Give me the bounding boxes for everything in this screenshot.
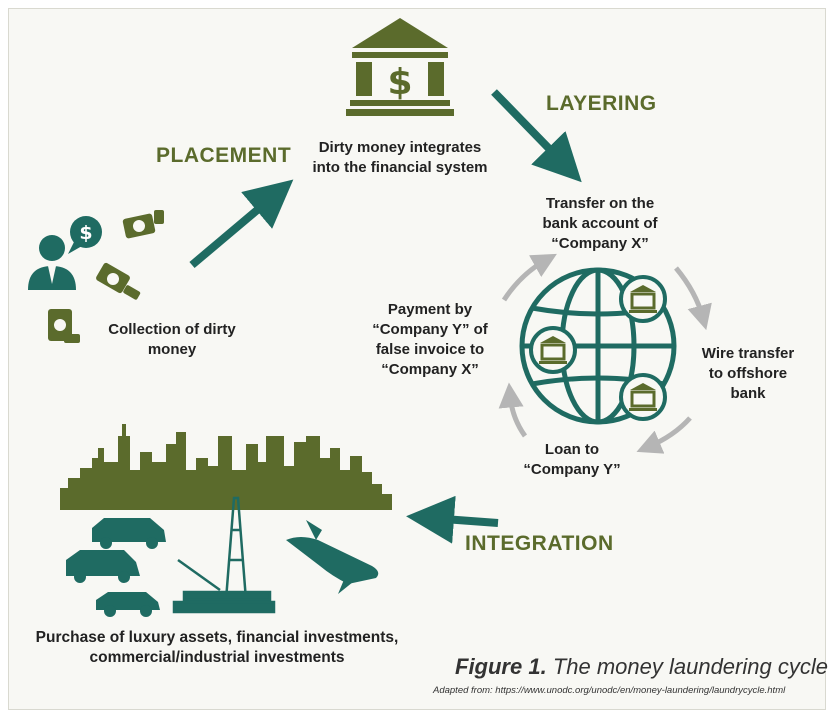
figure-title: The money laundering cycle bbox=[552, 654, 828, 679]
car-icon bbox=[96, 592, 160, 617]
figure-caption: Figure 1. The money laundering cycle bbox=[455, 654, 828, 680]
layering-arrow bbox=[491, 89, 582, 183]
bank-badge-icon bbox=[619, 275, 667, 323]
loan-label: Loan to“Company Y” bbox=[523, 441, 621, 478]
integration-heading: INTEGRATION bbox=[465, 532, 614, 555]
svg-text:$: $ bbox=[79, 222, 92, 244]
cycle-arrow bbox=[498, 382, 528, 438]
placement-heading: PLACEMENT bbox=[156, 144, 292, 167]
money-in-hand-icon bbox=[122, 210, 164, 239]
oil-rig-icon bbox=[172, 496, 276, 614]
cycle-arrow bbox=[674, 266, 712, 331]
money-in-hand-icon bbox=[48, 309, 80, 343]
airplane-icon bbox=[286, 520, 379, 594]
layering-heading: LAYERING bbox=[546, 92, 657, 115]
bank-badge-icon bbox=[619, 373, 667, 421]
figure-label: Figure 1. bbox=[455, 654, 547, 679]
money-in-hand-icon bbox=[96, 262, 141, 300]
suv-icon bbox=[92, 518, 166, 549]
bank-icon: $ bbox=[346, 18, 454, 116]
bank-badge-icon bbox=[529, 326, 577, 374]
suv-icon bbox=[66, 550, 140, 583]
integration-arrow bbox=[406, 495, 499, 544]
cycle-arrow bbox=[636, 416, 692, 454]
purchase-label: Purchase of luxury assets, financial inv… bbox=[35, 629, 399, 666]
svg-text:$: $ bbox=[387, 62, 412, 103]
person-icon bbox=[28, 235, 76, 290]
figure-source: Adapted from: https://www.unodc.org/unod… bbox=[433, 685, 786, 696]
city-skyline bbox=[60, 424, 392, 510]
dollar-speech-bubble-icon: $ bbox=[68, 216, 102, 254]
cycle-arrow bbox=[501, 253, 557, 302]
placement-arrow bbox=[189, 179, 294, 269]
